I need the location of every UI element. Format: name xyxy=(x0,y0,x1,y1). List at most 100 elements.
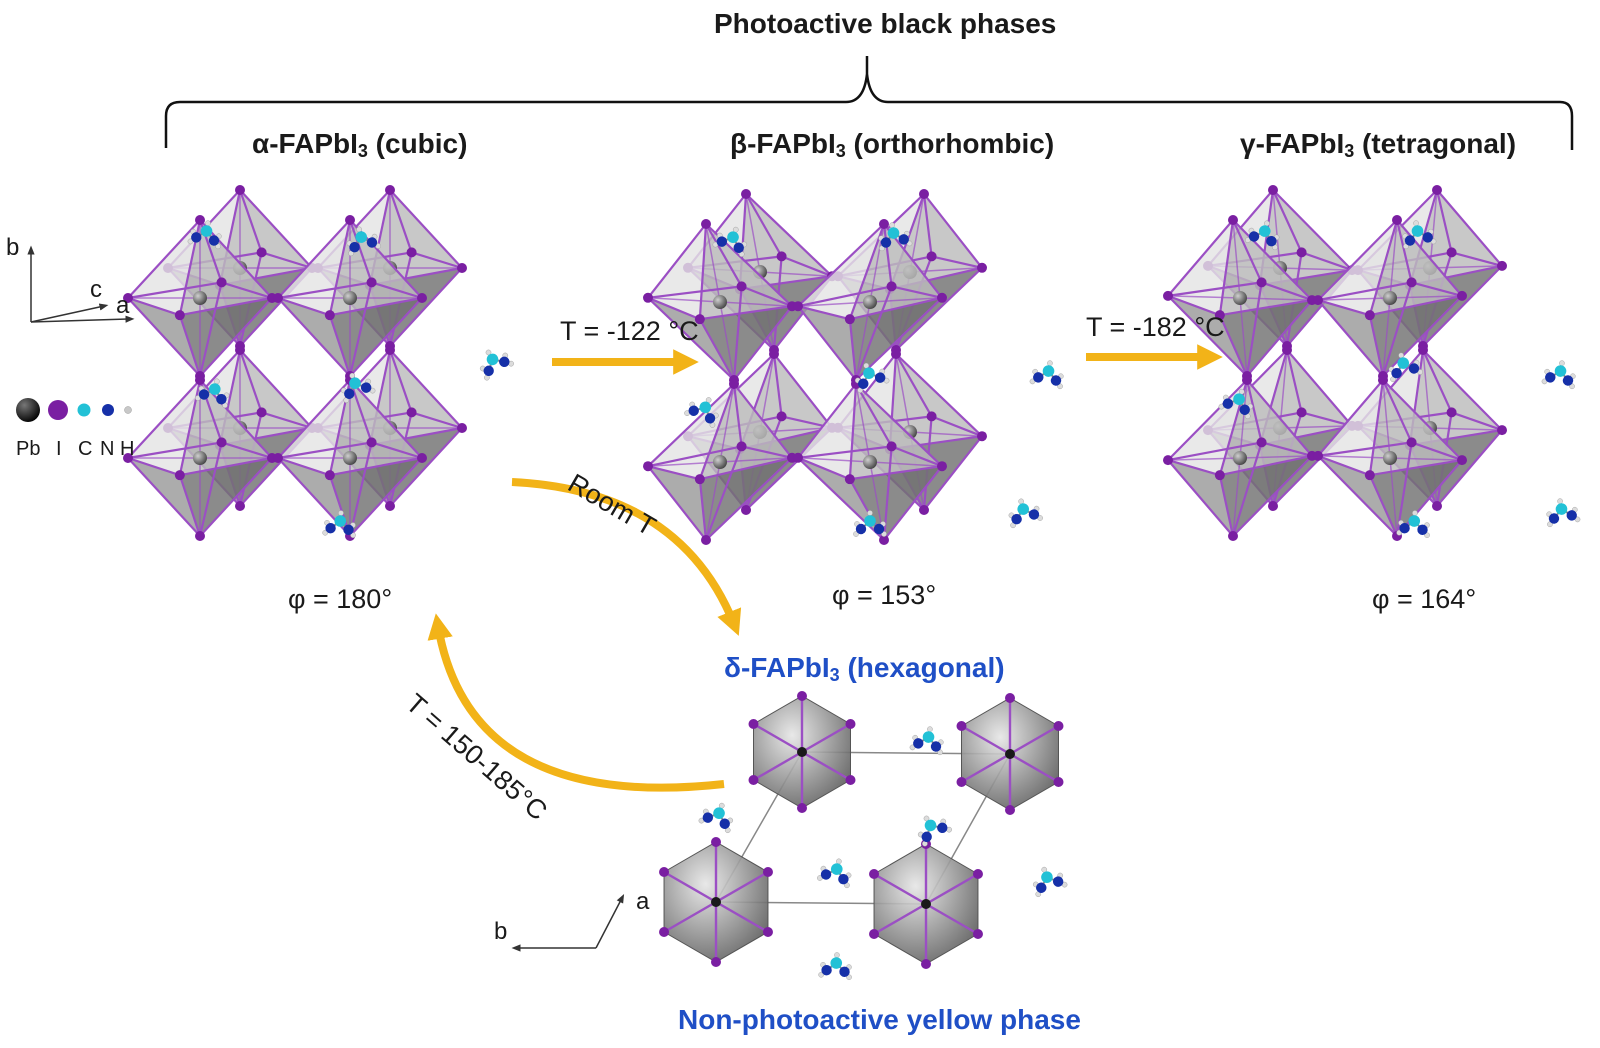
carbon-atom xyxy=(863,367,875,379)
fa-molecule xyxy=(1541,360,1576,390)
pb-i-bond xyxy=(647,296,701,321)
pb-i-bond xyxy=(960,724,1011,756)
pb-i-bond xyxy=(752,722,803,754)
fa-molecule xyxy=(1008,498,1043,529)
pb-i-bond xyxy=(1232,219,1313,301)
pb-i-bond xyxy=(127,379,201,459)
pb-i-bond xyxy=(801,722,852,754)
carbon-atom xyxy=(208,383,221,395)
legend-i-atom xyxy=(48,400,68,420)
iodine-atom xyxy=(406,247,417,258)
pb-i-bond xyxy=(371,441,423,460)
nitrogen-atom xyxy=(898,234,909,245)
legend-n-atom xyxy=(102,404,114,416)
iodine-atom xyxy=(1053,777,1064,787)
fa-molecule xyxy=(479,349,514,381)
alpha-tilt-angle: φ = 180° xyxy=(288,584,393,614)
nitrogen-atom xyxy=(821,964,832,976)
axis-a-top: a xyxy=(116,292,130,319)
pb-i-bond xyxy=(1422,349,1453,413)
pb-i-bond xyxy=(1411,281,1463,297)
octahedron-face xyxy=(849,384,942,480)
iodine-atom xyxy=(195,531,205,541)
hydrogen-atom xyxy=(1218,403,1225,410)
lead-atom xyxy=(343,291,357,305)
pb-i-bond xyxy=(349,457,423,537)
pb-i-bond xyxy=(781,255,833,278)
pb-i-bond xyxy=(895,353,933,417)
iodine-atom xyxy=(844,314,855,325)
pb-i-bond xyxy=(895,353,983,437)
nitrogen-atom xyxy=(1248,231,1260,242)
octahedron-face xyxy=(648,384,734,480)
pb-i-bond xyxy=(931,415,983,438)
iodine-atom xyxy=(643,292,653,303)
iodine-atom xyxy=(694,314,705,325)
pb-i-bond xyxy=(1317,219,1398,301)
fa-molecule xyxy=(878,222,913,252)
pb-i-bond xyxy=(1167,295,1248,377)
pb-i-bond xyxy=(647,465,701,481)
bottom-axis-pair xyxy=(511,894,625,952)
carbon-atom xyxy=(1397,357,1410,369)
gamma-tilt-angle: φ = 164° xyxy=(1372,584,1477,614)
lead-atom xyxy=(193,291,207,305)
hydrogen-atom xyxy=(712,241,719,248)
legend-c-label: C xyxy=(78,438,93,460)
hydrogen-atom xyxy=(1057,383,1063,390)
nitrogen-atom xyxy=(688,405,699,416)
fa-molecule xyxy=(1218,388,1254,419)
nitrogen-atom xyxy=(838,873,849,885)
pb-i-bond xyxy=(389,267,463,347)
lead-atom xyxy=(1233,291,1247,305)
iodine-atom xyxy=(1392,215,1402,225)
transition-alpha-beta: T = -122 °C xyxy=(560,316,699,346)
iodine-atom xyxy=(1446,407,1457,418)
pb-i-bond xyxy=(1167,281,1262,297)
pbi6-octahedron xyxy=(643,219,797,385)
fa-molecule xyxy=(698,802,734,833)
pb-i-bond xyxy=(277,379,351,459)
hydrogen-atom xyxy=(1396,529,1402,536)
top-axis-triad xyxy=(27,245,135,323)
pb-i-bond xyxy=(261,411,313,430)
hydrogen-atom xyxy=(724,827,731,833)
hydrogen-atom xyxy=(1035,891,1042,897)
pb-i-bond xyxy=(1396,219,1463,297)
hydrogen-atom xyxy=(909,744,916,751)
iodine-atom xyxy=(216,277,227,288)
pb-i-bond xyxy=(1272,189,1353,271)
iodine-atom xyxy=(886,441,897,452)
iodine-atom xyxy=(886,281,897,292)
nitrogen-atom xyxy=(366,237,378,248)
nitrogen-atom xyxy=(855,523,867,535)
hydrogen-atom xyxy=(1272,244,1278,251)
hydrogen-atom xyxy=(881,531,887,537)
nitrogen-atom xyxy=(702,812,714,823)
face-sharing-octahedron xyxy=(748,691,856,813)
pb-i-bond xyxy=(772,353,783,417)
nitrogen-atom xyxy=(1033,372,1044,383)
pb-i-bond xyxy=(1218,314,1249,377)
fa-molecule xyxy=(1388,352,1423,383)
octahedron-face xyxy=(798,224,884,320)
octahedron-face xyxy=(179,458,272,536)
iodine-atom xyxy=(1228,531,1238,541)
nitrogen-atom xyxy=(343,524,354,535)
fa-molecule xyxy=(817,858,852,889)
hydrogen-atom xyxy=(187,238,194,245)
nitrogen-atom xyxy=(1422,232,1433,243)
pb-i-bond xyxy=(1422,349,1503,431)
pb-i-bond xyxy=(261,251,313,270)
lead-atom xyxy=(921,899,931,909)
pb-i-bond xyxy=(741,285,793,308)
pb-i-bond xyxy=(348,379,373,443)
pb-i-bond xyxy=(855,297,943,381)
alpha-phase-label: α-FAPbI3 (cubic) xyxy=(252,128,468,161)
carbon-atom xyxy=(1411,225,1424,237)
iodine-atom xyxy=(762,927,773,937)
iodine-atom xyxy=(123,293,133,303)
fa-molecule xyxy=(1032,866,1068,897)
pb-i-bond xyxy=(883,465,943,541)
